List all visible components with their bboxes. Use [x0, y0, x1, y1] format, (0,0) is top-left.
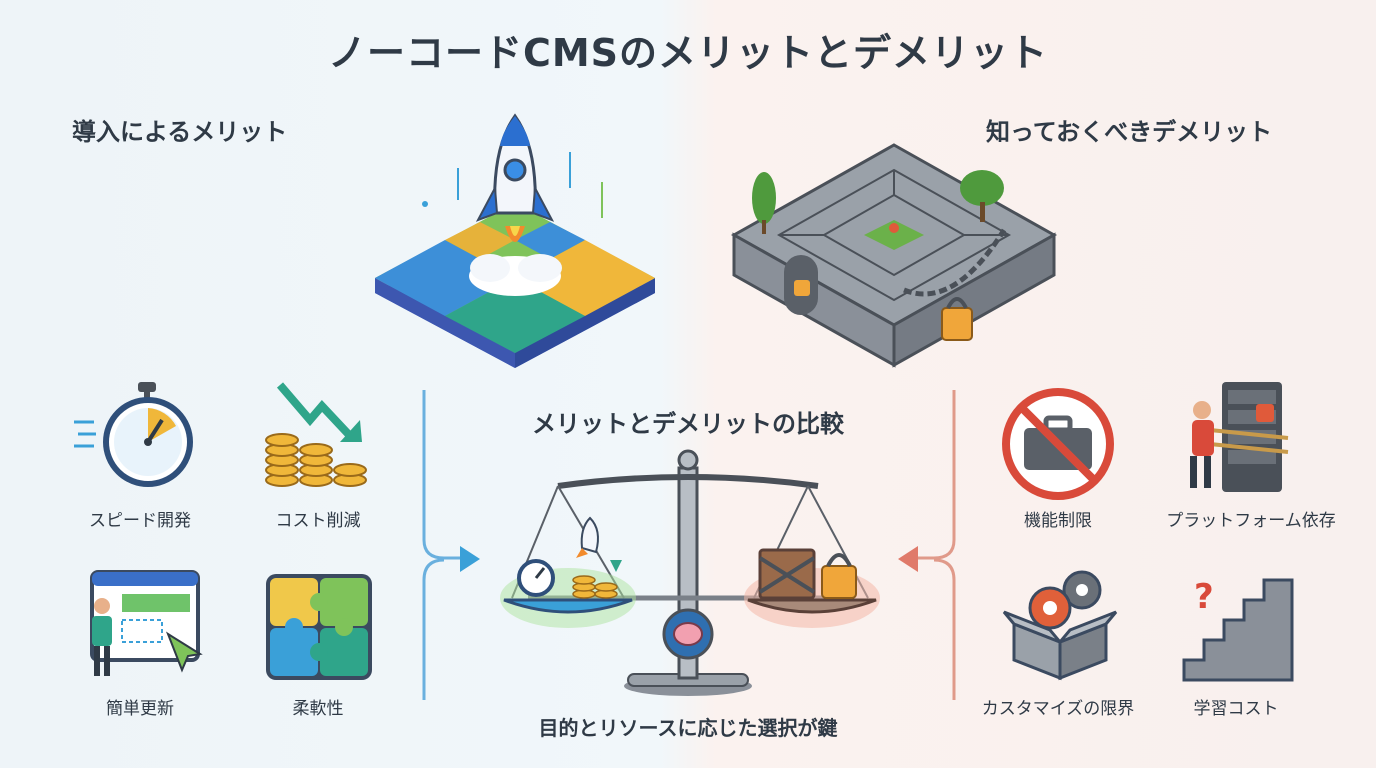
merit-label-update: 簡単更新 — [106, 699, 174, 719]
gears-box-icon — [1002, 570, 1118, 681]
demerit-label-learning-cost: 学習コスト — [1193, 699, 1279, 719]
demerit-connector-arrow — [898, 390, 956, 700]
merit-connector-arrow — [422, 390, 480, 700]
merit-label-cost: コスト削減 — [275, 511, 361, 531]
demerits-heading: 知っておくべきデメリット — [986, 118, 1273, 146]
demerit-label-feature-limit: 機能制限 — [1024, 511, 1092, 531]
web-editor-icon — [90, 570, 203, 676]
stairs-question-icon: ? — [1182, 577, 1294, 682]
stopwatch-icon — [74, 382, 193, 487]
page-title: ノーコードCMSのメリットとデメリット — [327, 31, 1049, 75]
locked-maze-illustration — [730, 143, 1058, 368]
conclusion-text: 目的とリソースに応じた選択が鍵 — [538, 716, 838, 740]
svg-text:?: ? — [1194, 577, 1214, 617]
merit-label-flexibility: 柔軟性 — [292, 699, 344, 719]
coins-down-arrow-icon — [265, 382, 367, 487]
merit-label-speed: スピード開発 — [89, 511, 191, 531]
comparison-heading: メリットとデメリットの比較 — [532, 410, 844, 438]
demerit-label-customization: カスタマイズの限界 — [981, 699, 1135, 719]
merits-heading: 導入によるメリット — [72, 118, 288, 146]
demerit-label-platform-lock: プラットフォーム依存 — [1166, 511, 1336, 531]
rocket-puzzle-illustration — [375, 113, 655, 368]
balance-scale-illustration — [500, 449, 880, 696]
person-tied-to-server-icon — [1190, 382, 1289, 492]
puzzle-icon — [266, 574, 372, 680]
prohibited-briefcase-icon — [1002, 388, 1114, 500]
